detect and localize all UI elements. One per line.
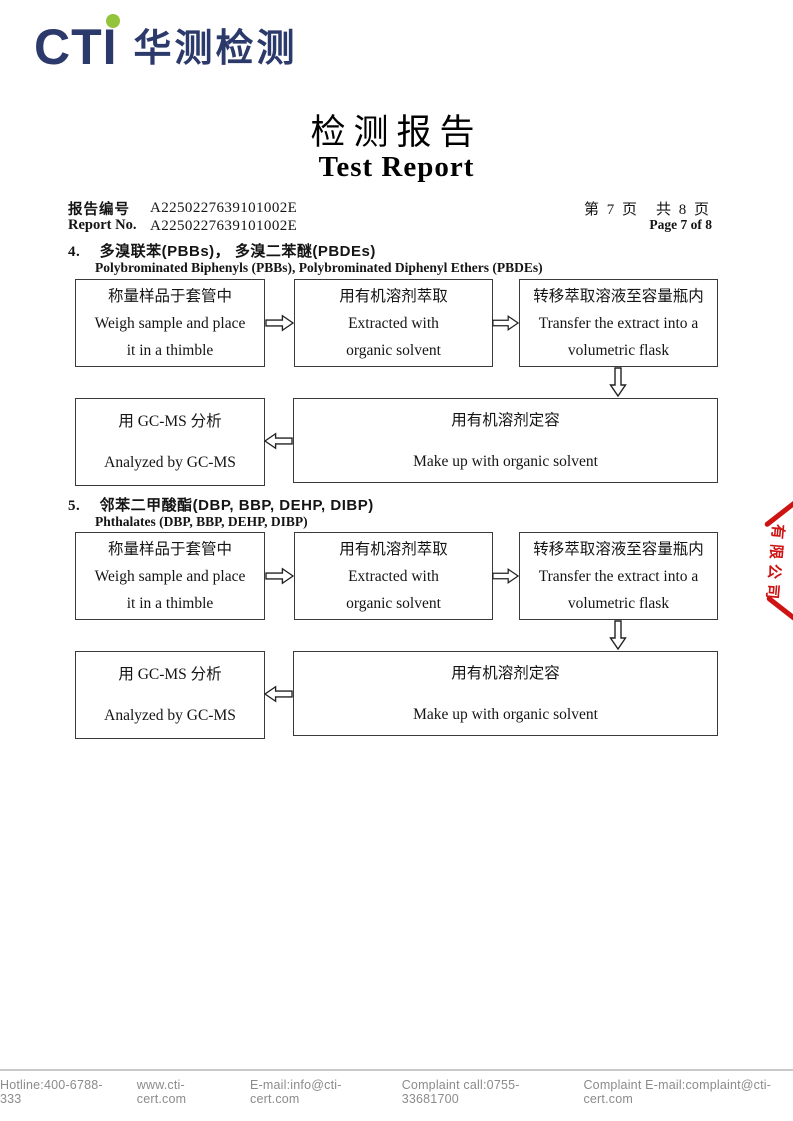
footer-hotline: Hotline:400-6788-333 bbox=[0, 1078, 103, 1106]
cti-logo: CTI 华测检测 bbox=[34, 14, 298, 72]
step-text-en: Make up with organic solvent bbox=[413, 705, 598, 723]
page-indicator-cn: 第 7 页 共 8 页 bbox=[583, 202, 711, 218]
step-text-en: organic solvent bbox=[346, 341, 441, 359]
report-number-value-2: A2250227639101002E bbox=[150, 218, 298, 234]
step-text-cn: 用有机溶剂定容 bbox=[451, 411, 560, 429]
report-title-english: Test Report bbox=[318, 151, 475, 183]
flow-step-weigh-box: 称量样品于套管中 Weigh sample and place it in a … bbox=[75, 279, 265, 367]
footer-complaint-email: Complaint E-mail:complaint@cti-cert.com bbox=[583, 1078, 772, 1106]
footer-complaint-call: Complaint call:0755-33681700 bbox=[401, 1078, 520, 1106]
section-5-heading-en: Phthalates (DBP, BBP, DEHP, DIBP) bbox=[95, 514, 308, 529]
step-text-en: Transfer the extract into a bbox=[538, 567, 699, 585]
cti-logo-text: CTI bbox=[34, 14, 122, 72]
step-text-cn: 用有机溶剂定容 bbox=[451, 664, 560, 682]
step-text-cn: 称量样品于套管中 bbox=[107, 540, 232, 558]
footer-website: www.cti-cert.com bbox=[136, 1078, 187, 1106]
section-4-number: 4. bbox=[68, 244, 81, 260]
green-dot-icon bbox=[105, 14, 120, 28]
step-text-en: Weigh sample and place bbox=[94, 314, 246, 332]
step-text-en: Extracted with bbox=[348, 567, 439, 585]
step-text-en: it in a thimble bbox=[126, 594, 214, 612]
cti-logo-chinese: 华测检测 bbox=[133, 28, 298, 70]
cti-letters: CTI bbox=[34, 19, 118, 75]
step-text-en: Analyzed by GC-MS bbox=[104, 707, 236, 724]
report-title-chinese: 检测报告 bbox=[310, 113, 483, 152]
page-indicator-en: Page 7 of 8 bbox=[649, 217, 712, 232]
section-5-heading-cn: 5. 邻苯二甲酸酯(DBP, BBP, DEHP, DIBP) bbox=[68, 494, 374, 515]
report-number-label-cn: 报告编号 bbox=[68, 202, 130, 218]
step-text-en: volumetric flask bbox=[567, 341, 670, 359]
section-4-heading-cn: 4. 多溴联苯(PBBs)， 多溴二苯醚(PBDEs) bbox=[68, 240, 376, 261]
section-4-heading-en: Polybrominated Biphenyls (PBBs), Polybro… bbox=[95, 260, 543, 275]
step-text-cn: 用 GC-MS 分析 bbox=[118, 666, 222, 683]
step-text-cn: 称量样品于套管中 bbox=[107, 287, 232, 305]
section-4-title-cn: 多溴联苯(PBBs)， 多溴二苯醚(PBDEs) bbox=[99, 243, 376, 260]
step-text-en: Transfer the extract into a bbox=[538, 314, 699, 332]
flow-step-analyze-box: 用 GC-MS 分析 Analyzed by GC-MS bbox=[75, 398, 265, 486]
arrow-left-icon bbox=[264, 432, 293, 450]
flow-step-transfer-box: 转移萃取溶液至容量瓶内 Transfer the extract into a … bbox=[519, 279, 718, 367]
arrow-down-icon bbox=[609, 619, 627, 651]
step-text-en: volumetric flask bbox=[567, 594, 670, 612]
flow-step-extract-box: 用有机溶剂萃取 Extracted with organic solvent bbox=[294, 279, 493, 367]
arrow-right-icon bbox=[265, 567, 294, 585]
report-number-label-en: Report No. bbox=[68, 217, 137, 233]
step-text-cn: 转移萃取溶液至容量瓶内 bbox=[533, 540, 704, 558]
step-text-en: Analyzed by GC-MS bbox=[104, 454, 236, 471]
flow-step-weigh-box: 称量样品于套管中 Weigh sample and place it in a … bbox=[75, 532, 265, 620]
step-text-cn: 用有机溶剂萃取 bbox=[339, 287, 448, 305]
flow-step-extract-box: 用有机溶剂萃取 Extracted with organic solvent bbox=[294, 532, 493, 620]
phthalates-flowchart: 称量样品于套管中 Weigh sample and place it in a … bbox=[75, 532, 718, 739]
step-text-en: Weigh sample and place bbox=[94, 567, 246, 585]
step-text-cn: 用 GC-MS 分析 bbox=[118, 413, 222, 430]
section-5-number: 5. bbox=[68, 498, 81, 514]
arrow-right-icon bbox=[492, 314, 519, 332]
flow-step-analyze-box: 用 GC-MS 分析 Analyzed by GC-MS bbox=[75, 651, 265, 739]
report-number-value-1: A2250227639101002E bbox=[150, 200, 298, 216]
pbb-pbde-flowchart: 称量样品于套管中 Weigh sample and place it in a … bbox=[75, 279, 718, 486]
step-text-cn: 转移萃取溶液至容量瓶内 bbox=[533, 287, 704, 305]
step-text-en: Extracted with bbox=[348, 314, 439, 332]
step-text-cn: 用有机溶剂萃取 bbox=[339, 540, 448, 558]
step-text-en: it in a thimble bbox=[126, 341, 214, 359]
arrow-left-icon bbox=[264, 685, 293, 703]
flow-step-makeup-box: 用有机溶剂定容 Make up with organic solvent bbox=[293, 651, 718, 736]
step-text-en: Make up with organic solvent bbox=[413, 452, 598, 470]
red-company-seal: 有限公司 bbox=[757, 497, 793, 627]
step-text-en: organic solvent bbox=[346, 594, 441, 612]
arrow-down-icon bbox=[609, 366, 627, 398]
footer-email: E-mail:info@cti-cert.com bbox=[250, 1078, 342, 1106]
flow-step-makeup-box: 用有机溶剂定容 Make up with organic solvent bbox=[293, 398, 718, 483]
footer-divider bbox=[0, 1069, 793, 1071]
section-5-title-cn: 邻苯二甲酸酯(DBP, BBP, DEHP, DIBP) bbox=[99, 497, 374, 514]
flow-step-transfer-box: 转移萃取溶液至容量瓶内 Transfer the extract into a … bbox=[519, 532, 718, 620]
arrow-right-icon bbox=[492, 567, 519, 585]
footer: Hotline:400-6788-333 www.cti-cert.com E-… bbox=[0, 1078, 793, 1106]
arrow-right-icon bbox=[265, 314, 294, 332]
seal-text: 有限公司 bbox=[762, 523, 787, 605]
